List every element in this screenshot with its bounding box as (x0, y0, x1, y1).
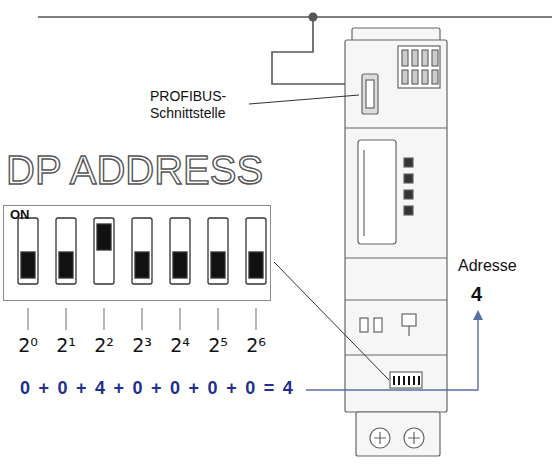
bit-tick (103, 308, 104, 330)
drive-module (345, 28, 447, 456)
device-dip-lever (398, 376, 400, 385)
vent-slot (422, 50, 428, 66)
module-icon (374, 318, 382, 332)
leader-line (274, 262, 389, 380)
bit-weight: 2⁵ (208, 334, 228, 357)
screw-slot (374, 432, 420, 444)
module-cover (358, 140, 396, 244)
bit-weight: 2¹ (56, 334, 76, 357)
dip-switches (18, 218, 266, 284)
device-dip-switch (390, 372, 422, 388)
bit-tick (27, 308, 28, 330)
vent-slot (412, 70, 418, 84)
dip-slider (173, 252, 187, 278)
status-led (404, 158, 413, 167)
dip-switch (208, 218, 228, 284)
bit-tick (217, 308, 218, 330)
interface-label: PROFIBUS- Schnittstelle (150, 88, 250, 122)
vent-area (398, 46, 440, 88)
dip-slider (135, 252, 149, 278)
dip-slider (21, 252, 35, 278)
dip-slider (97, 224, 111, 250)
bit-weight: 2⁴ (170, 334, 190, 357)
bit-tick (65, 308, 66, 330)
module-seam (345, 299, 447, 300)
dip-switch (170, 218, 190, 284)
device-dip-lever (418, 376, 420, 385)
address-value: 4 (471, 282, 482, 306)
bus-junction-dot (309, 13, 318, 22)
bit-weight: 2² (94, 334, 114, 357)
vent-slot (412, 50, 418, 66)
module-body (345, 40, 447, 412)
module-icon (360, 318, 368, 332)
device-dip-lever (393, 376, 395, 385)
leader-line (249, 95, 359, 104)
result-arrow (306, 318, 478, 390)
dip-switch (246, 218, 266, 284)
device-dip-lever (403, 376, 405, 385)
bit-tick (179, 308, 180, 330)
vent-slot (402, 50, 408, 66)
module-icon (408, 326, 409, 336)
module-seam (345, 127, 447, 128)
bit-tick (141, 308, 142, 330)
terminal-block (356, 412, 440, 456)
dip-slider (249, 252, 263, 278)
arrow-head (473, 310, 483, 320)
dip-switch (132, 218, 152, 284)
bus-line (38, 16, 552, 18)
address-sum: 0 + 0 + 4 + 0 + 0 + 0 + 0 = 4 (20, 378, 293, 400)
vent-slot (432, 70, 438, 84)
bit-weight: 2⁶ (246, 334, 266, 357)
bit-ticks (28, 308, 256, 330)
module-icon (402, 314, 416, 326)
vent-slot (402, 70, 408, 84)
module-seam (345, 354, 447, 355)
bit-weight: 2³ (132, 334, 152, 357)
status-led (404, 174, 413, 183)
on-label: ON (10, 208, 30, 222)
dip-switch-box: DP ADDRESSON (3, 205, 271, 301)
dip-switch (18, 218, 38, 284)
connector-socket (366, 80, 374, 108)
profibus-bus (38, 17, 552, 84)
vent-slot (422, 70, 428, 84)
profibus-connector (362, 74, 378, 114)
dip-slider (59, 252, 73, 278)
dip-switch (56, 218, 76, 284)
status-led (404, 190, 413, 199)
module-seam (345, 257, 447, 258)
device-dip-lever (408, 376, 410, 385)
address-caption: Adresse (458, 256, 517, 275)
bit-weight: 2⁰ (18, 334, 38, 357)
cover-edge (363, 150, 364, 236)
dip-slider (211, 252, 225, 278)
status-led (404, 206, 413, 215)
dip-heading: DP ADDRESS (6, 148, 263, 192)
bit-tick (255, 308, 256, 330)
device-dip-lever (413, 376, 415, 385)
vent-slot (432, 50, 438, 66)
dip-switch (94, 218, 114, 284)
